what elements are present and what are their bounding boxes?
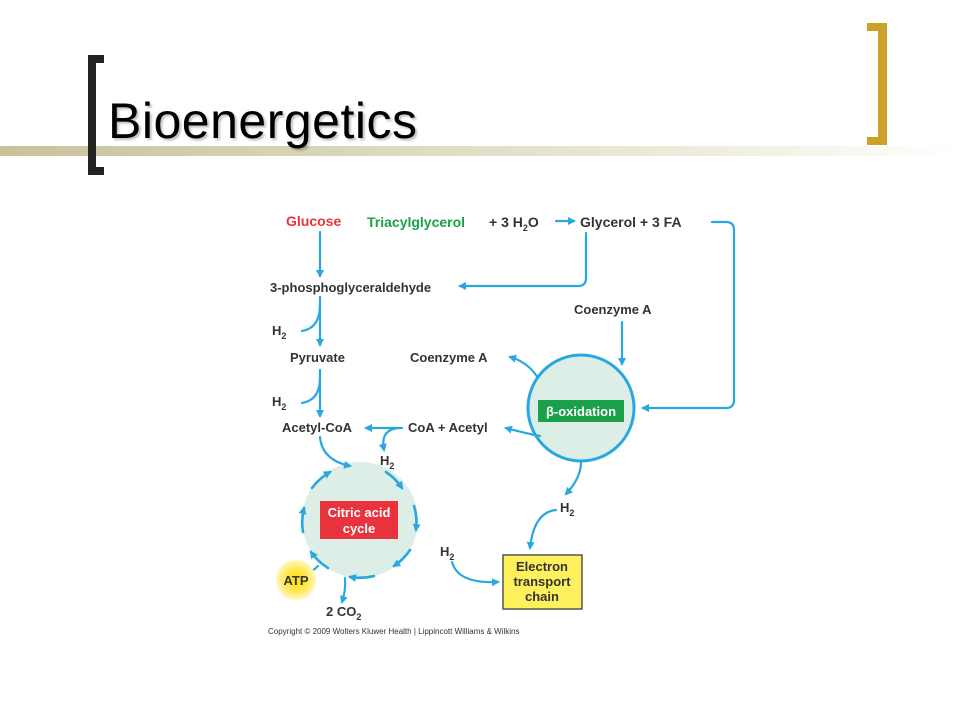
label-glycerol-fa: Glycerol + 3 FA [580, 214, 682, 230]
label-triacylglycerol: Triacylglycerol [367, 214, 465, 230]
cycle-arc-1 [384, 470, 404, 490]
cycle-arc-6 [298, 506, 307, 534]
arrow-h2-branch-1 [300, 303, 322, 333]
right-bracket-top [867, 23, 887, 31]
arrow-fa-to-beta-oxidation [641, 220, 736, 412]
label-etc-line3: chain [525, 589, 559, 604]
label-h2-1: H2 [272, 323, 286, 341]
cycle-arc-5 [309, 550, 330, 570]
label-citric-acid-line1: Citric acid [328, 505, 391, 520]
label-coenzyme-a-left: Coenzyme A [410, 350, 488, 365]
arrow-acetylcoa-to-cycle [318, 435, 352, 469]
arrow-cycle-to-co2 [340, 576, 348, 604]
atp-burst [276, 560, 316, 600]
copyright-notice: Copyright © 2009 Wolters Kluwer Health |… [268, 627, 519, 636]
right-bracket-bottom [867, 137, 887, 145]
arrow-h2-to-etc-right [526, 508, 558, 550]
label-h2-5: H2 [440, 544, 454, 562]
label-glucose: Glucose [286, 213, 341, 229]
beta-oxidation-box [538, 400, 624, 422]
arrow-beta-to-coa-acetyl [504, 425, 542, 438]
label-h2-2: H2 [272, 394, 286, 412]
cycle-arc-7 [310, 470, 332, 490]
citric-acid-box [320, 501, 398, 539]
label-g3p: 3-phosphoglyceraldehyde [270, 280, 431, 295]
left-bracket-bottom [88, 167, 104, 175]
label-h2-3: H2 [380, 453, 394, 471]
slide-title: Bioenergetics [108, 93, 418, 149]
label-citric-acid-line2: cycle [343, 521, 376, 536]
arrow-h2-branch-2 [300, 376, 322, 405]
left-bracket-vertical [88, 55, 96, 175]
label-plus-3h2o: + 3 H2O [489, 214, 539, 233]
label-etc-line1: Electron [516, 559, 568, 574]
label-2co2: 2 CO2 [326, 604, 361, 622]
label-h2-4: H2 [560, 500, 574, 518]
arrow-beta-to-h2 [564, 460, 583, 496]
title-underline-bar [0, 146, 960, 156]
label-pyruvate: Pyruvate [290, 350, 345, 365]
arrow-glycerol-to-g3p [458, 231, 588, 290]
cycle-arc-4 [348, 574, 376, 582]
label-coa-acetyl: CoA + Acetyl [408, 420, 488, 435]
arrow-coa-to-cycle [378, 426, 400, 452]
label-etc-line2: transport [513, 574, 571, 589]
cycle-arc-3 [392, 548, 412, 568]
label-beta-oxidation: β-oxidation [546, 404, 616, 419]
arrow-h2-to-etc-left [450, 560, 500, 587]
label-acetyl-coa: Acetyl-CoA [282, 420, 353, 435]
label-coenzyme-a-top: Coenzyme A [574, 302, 652, 317]
cycle-arc-2 [412, 504, 421, 532]
label-atp: ATP [283, 573, 308, 588]
right-bracket-vertical [878, 23, 887, 145]
etc-box [502, 554, 583, 610]
left-bracket-top [88, 55, 104, 63]
arrow-beta-to-coenzymea [508, 354, 540, 380]
